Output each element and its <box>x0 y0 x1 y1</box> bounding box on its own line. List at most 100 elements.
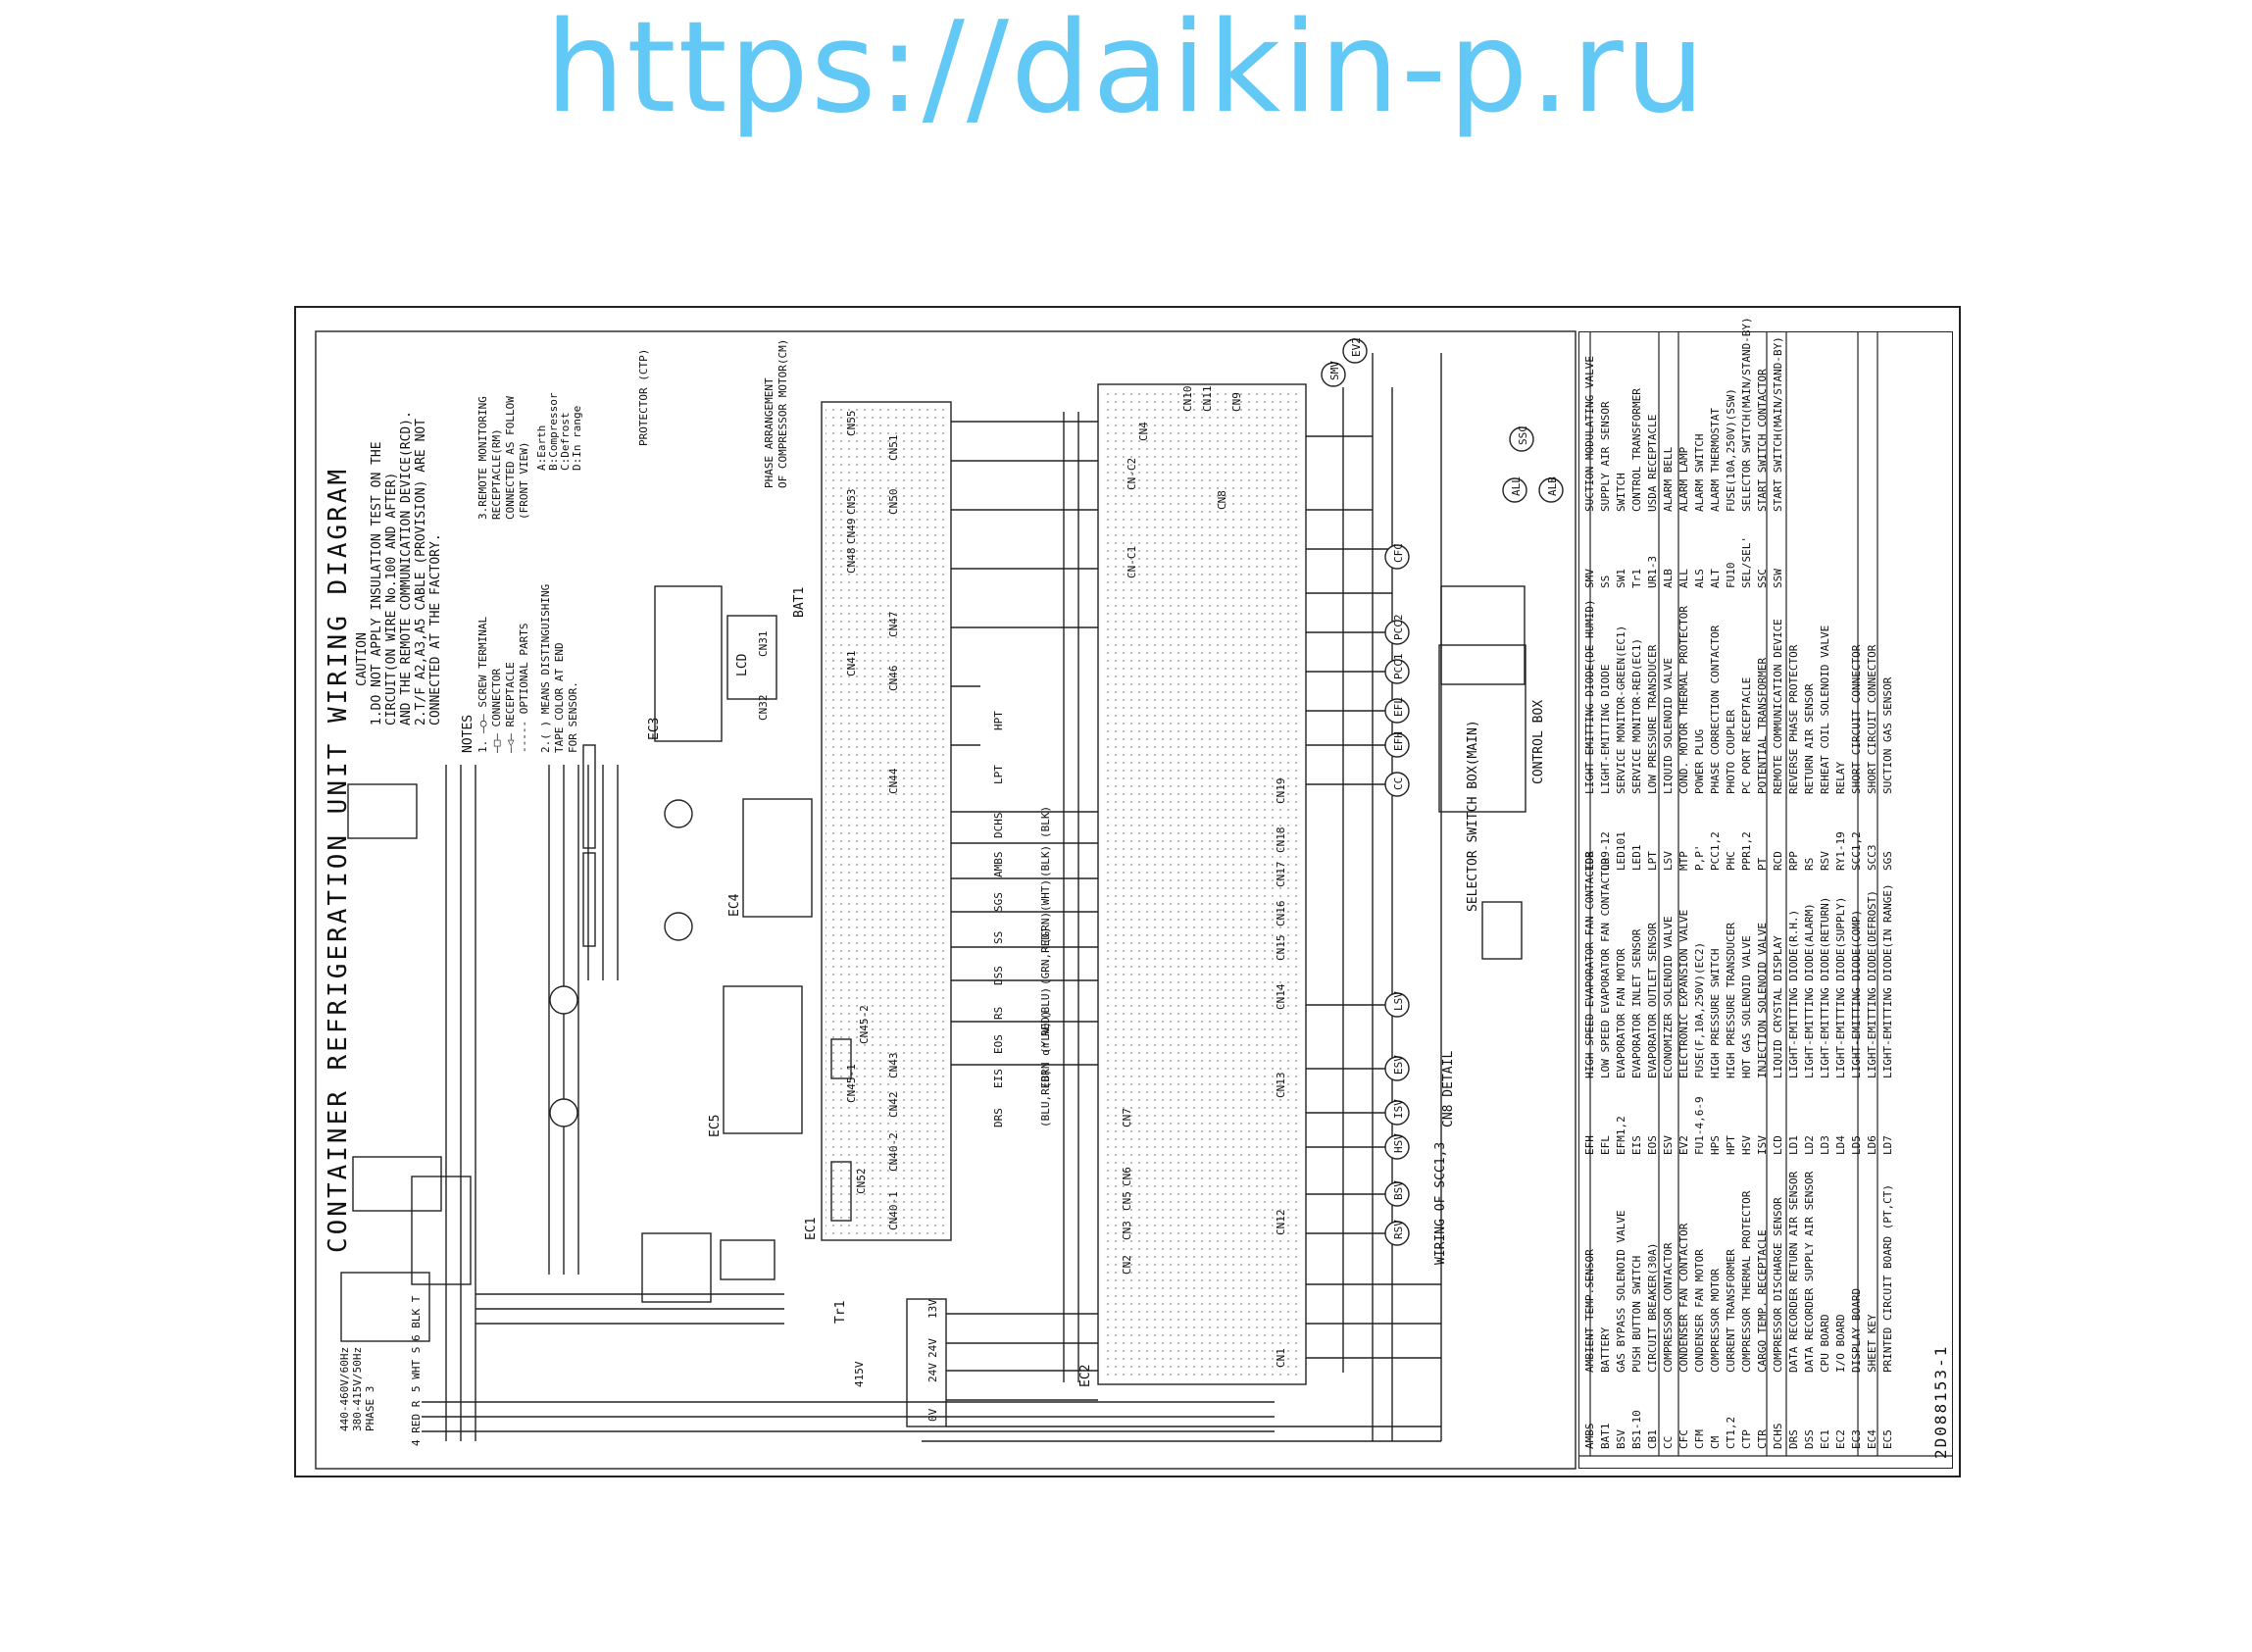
notes-line-15: D:In range <box>571 405 583 471</box>
sensor-eis: EIS <box>992 1069 1005 1088</box>
legend-code: ALL <box>1677 569 1690 588</box>
notes-line-1: 1. —○— SCREW TERMINAL <box>476 616 489 753</box>
sensor-color-drs: (BLU,RED) <box>1039 1069 1052 1127</box>
legend-description: SUCTION GAS SENSOR <box>1881 676 1894 794</box>
legend-description: SUPPLY AIR SENSOR <box>1599 401 1612 512</box>
connector-cn-c2: CN-C2 <box>1126 457 1138 490</box>
notes-heading: NOTES <box>461 714 475 753</box>
cfm-motor-icon <box>549 985 578 1015</box>
connector-cn15: CN15 <box>1275 934 1287 962</box>
sensor-dss: DSS <box>992 966 1005 985</box>
legend-description: ALARM LAMP <box>1677 446 1690 512</box>
connector-cn42: CN42 <box>887 1091 900 1119</box>
connector-cn17: CN17 <box>1275 861 1287 888</box>
notes-line-6: TAPE COLOR AT END <box>553 642 566 753</box>
tr1-label: Tr1 <box>833 1300 848 1324</box>
legend-description: COND. MOTOR THERMAL PROTECTOR <box>1677 605 1690 794</box>
legend-code: EOS <box>1646 1135 1659 1155</box>
legend-code: EC1 <box>1819 1429 1831 1449</box>
cfc-coil-icon <box>1384 544 1410 570</box>
sensor-color-dss: (GRN,RED) <box>1039 926 1052 985</box>
device-hsv: HSV <box>1392 1133 1405 1153</box>
legend-description: LIQUID CRYSTAL DISPLAY <box>1772 935 1784 1078</box>
legend-description: RELAY <box>1834 761 1847 794</box>
legend-description: HOT GAS SOLENOID VALVE <box>1740 935 1753 1078</box>
connector-cn45-1: CN45-1 <box>845 1064 858 1103</box>
sensor-sgs: SGS <box>992 892 1005 912</box>
legend-code: EV2 <box>1677 1135 1690 1155</box>
legend-description: SERVICE MONITOR-RED(EC1) <box>1630 638 1643 794</box>
connector-cn5: CN5 <box>1121 1191 1133 1211</box>
legend-code: UR1-3 <box>1646 555 1659 588</box>
legend-code: SMV <box>1583 569 1596 588</box>
tr-0v: 0V <box>926 1408 939 1422</box>
hpt-label: HPT <box>992 711 1005 730</box>
sensor-ss: SS <box>992 930 1005 944</box>
legend-code: CB1 <box>1646 1429 1659 1449</box>
legend-code: SSW <box>1772 569 1784 588</box>
legend-description: LOW PRESSURE TRANSDUCER <box>1646 644 1659 794</box>
power-line-3: PHASE 3 <box>364 1385 376 1431</box>
legend-description: LIGHT-EMITTING DIODE(IN RANGE) <box>1881 883 1894 1078</box>
legend-code: CFM <box>1693 1429 1706 1449</box>
legend-code: FU10 <box>1725 562 1737 589</box>
legend-description: LOW SPEED EVAPORATOR FAN CONTACTOR <box>1599 857 1612 1078</box>
legend-description: INJECTION SOLENOID VALVE <box>1756 923 1769 1078</box>
legend-description: LIGHT-EMITTING DIODE <box>1599 664 1612 794</box>
legend-description: RETURN AIR SENSOR <box>1803 683 1816 794</box>
legend-description: COMPRESSOR CONTACTOR <box>1662 1242 1675 1373</box>
sensor-ambs: AMBS <box>992 851 1005 878</box>
legend-code: CFC <box>1677 1429 1690 1449</box>
legend-description: CONTROL TRANSFORMER <box>1630 388 1643 512</box>
legend-code: LD8 <box>1583 851 1596 871</box>
caution-line-4: 2.T/F A2,A3,A5 CABLE (PROVISION) ARE NOT <box>414 418 428 726</box>
sensor-drs: DRS <box>992 1108 1005 1127</box>
connector-cn53: CN53 <box>845 488 858 516</box>
connector-cn41: CN41 <box>845 650 858 677</box>
connector-cn8: CN8 <box>1216 490 1228 510</box>
caution-line-5: CONNECTED AT THE FACTORY. <box>428 533 443 726</box>
caution-heading: CAUTION <box>355 632 370 686</box>
legend-code: BS1-10 <box>1630 1410 1643 1449</box>
legend-description: SUCTION MODULATING VALVE <box>1583 356 1596 512</box>
legend-description: SHEET KEY <box>1866 1314 1878 1373</box>
connector-cn51: CN51 <box>887 434 900 462</box>
legend-description: I/O BOARD <box>1834 1314 1847 1373</box>
legend-description: START SWITCH CONTACTOR <box>1756 369 1769 512</box>
legend-code: EIS <box>1630 1135 1643 1155</box>
device-bsv: BSV <box>1392 1180 1405 1200</box>
legend-code: LD4 <box>1834 1135 1847 1155</box>
legend-description: LIGHT-EMITTING DIODE(R.H.) <box>1787 909 1800 1078</box>
legend-code: LCD <box>1772 1135 1784 1155</box>
legend-code: PCC1,2 <box>1709 831 1722 871</box>
connector-cn47: CN47 <box>887 611 900 638</box>
legend-description: HIGH PRESSURE SWITCH <box>1709 948 1722 1078</box>
ec4-label: EC4 <box>727 893 742 917</box>
site-url-banner[interactable]: https://daikin-p.ru <box>545 0 1707 141</box>
notes-line-3: —◁— RECEPTACLE <box>504 662 517 753</box>
legend-code: SS <box>1599 575 1612 588</box>
legend-code: RSV <box>1819 851 1831 871</box>
ec3-label: EC3 <box>647 717 662 740</box>
legend-description: LIGHT-EMITTING DIODE(COMP) <box>1850 909 1863 1078</box>
legend-code: BAT1 <box>1599 1423 1612 1450</box>
device-pcc2: PCC2 <box>1392 614 1405 641</box>
legend-code: LD3 <box>1819 1135 1831 1155</box>
legend-description: REVERSE PHASE PROTECTOR <box>1787 644 1800 794</box>
device-ssc: SSC <box>1517 426 1529 445</box>
connector-cn10: CN10 <box>1181 385 1194 413</box>
connector-cn12: CN12 <box>1275 1209 1287 1236</box>
device-alb: ALB <box>1546 476 1559 496</box>
legend-description: FUSE(10A,250V)(SSW) <box>1725 388 1737 512</box>
power-wire-t: 6 BLK T <box>410 1295 423 1341</box>
wiring-scc-label: WIRING OF SCC1,3 <box>1433 1141 1448 1265</box>
connector-cn3: CN3 <box>1121 1221 1133 1240</box>
notes-line-8: 3.REMOTE MONITORING <box>476 396 489 520</box>
legend-description: PHOTO COUPLER <box>1725 709 1737 794</box>
caution-line-1: 1.DO NOT APPLY INSULATION TEST ON THE <box>370 441 384 726</box>
phase-heading: PHASE ARRANGEMENT <box>763 377 776 488</box>
legend-description: ALARM BELL <box>1662 446 1675 512</box>
notes-line-5: 2.( ) MEANS DISTINGUISHING <box>539 583 552 753</box>
connector-cn45-2: CN45-2 <box>858 1005 871 1044</box>
legend-code: EC2 <box>1834 1429 1847 1449</box>
